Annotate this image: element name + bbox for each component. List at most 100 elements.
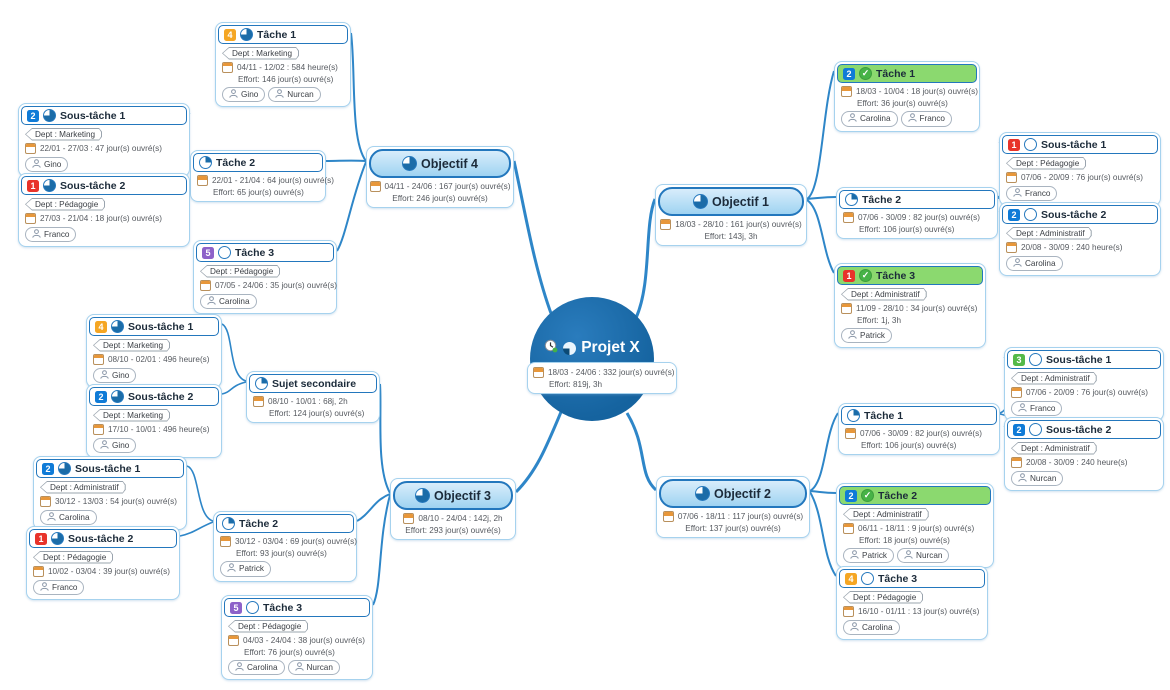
resource-name: Gino	[112, 440, 130, 450]
topic-obj4-tache-1[interactable]: 4 Tâche 1 Dept : Marketing 04/11 - 12/02…	[215, 22, 351, 107]
resource-name: Franco	[44, 229, 70, 239]
calendar-icon	[220, 536, 231, 547]
topic-obj1-tache-3[interactable]: 1 ✓ Tâche 3 Dept : Administratif 11/09 -…	[834, 263, 986, 348]
dept-tag: Dept : Administratif	[1011, 372, 1097, 385]
progress-complete-icon: ✓	[859, 269, 872, 282]
progress-0-icon	[1029, 423, 1042, 436]
topic-obj3-tache-2[interactable]: Tâche 2 30/12 - 03/04 : 69 jour(s) ouvré…	[213, 511, 357, 582]
topic-obj3-t2-soustache-1[interactable]: 2 Sous-tâche 1 Dept : Administratif 30/1…	[33, 456, 187, 530]
dept-tag: Dept : Pédagogie	[843, 591, 923, 604]
topic-header: 2 Sous-tâche 1	[36, 459, 184, 478]
resource-badge: Carolina	[1006, 255, 1063, 271]
topic-obj1-tache-2[interactable]: Tâche 2 07/06 - 30/09 : 82 jour(s) ouvré…	[836, 187, 998, 239]
date-range: 07/06 - 20/09 : 76 jour(s) ouvré(s)	[1026, 387, 1148, 397]
progress-complete-icon: ✓	[861, 489, 874, 502]
priority-2-icon: 2	[27, 109, 39, 122]
progress-75-icon	[43, 179, 56, 192]
resource-badge: Patrick	[841, 327, 893, 343]
progress-25-icon	[222, 517, 235, 530]
person-icon	[1018, 472, 1027, 484]
topic-objectif-3[interactable]: Objectif 3 08/10 - 24/04 : 142j, 2h Effo…	[390, 478, 516, 540]
resource-badge: Carolina	[228, 659, 285, 675]
resources: Patrick	[220, 561, 350, 577]
date-range: 20/08 - 30/09 : 240 heure(s)	[1026, 457, 1128, 467]
topic-obj2-t1-soustache-1[interactable]: 3 Sous-tâche 1 Dept : Administratif 07/0…	[1004, 347, 1164, 421]
resources: Gino	[25, 156, 183, 172]
calendar-icon	[40, 495, 51, 507]
resource-badge: Gino	[25, 156, 69, 172]
resource-name: Franco	[1025, 188, 1051, 198]
dept-tag-label: Dept : Marketing	[94, 340, 169, 351]
topic-obj4-t2-soustache-2[interactable]: 1 Sous-tâche 2 Dept : Pédagogie 27/03 - …	[18, 173, 190, 247]
resources: Patrick	[841, 327, 979, 343]
topic-details: Dept : Marketing 04/11 - 12/02 : 584 heu…	[218, 44, 348, 104]
topic-obj1-t2-soustache-1[interactable]: 1 Sous-tâche 1 Dept : Pédagogie 07/06 - …	[999, 132, 1161, 206]
progress-75-icon	[43, 109, 56, 122]
progress-0-icon	[1024, 138, 1037, 151]
topic-obj2-tache-1[interactable]: Tâche 1 07/06 - 30/09 : 82 jour(s) ouvré…	[838, 403, 1000, 455]
topic-obj3-tache-3[interactable]: 5 Tâche 3 Dept : Pédagogie 04/03 - 24/04…	[221, 595, 373, 680]
topic-details: 07/06 - 18/11 : 117 jour(s) ouvré(s) Eff…	[659, 508, 807, 535]
topic-details: Dept : Administratif 30/12 - 13/03 : 54 …	[36, 478, 184, 527]
person-icon	[40, 581, 49, 593]
progress-25-icon	[845, 193, 858, 206]
topic-details: Dept : Marketing 22/01 - 27/03 : 47 jour…	[21, 125, 187, 174]
topic-obj3-t2-soustache-2[interactable]: 1 Sous-tâche 2 Dept : Pédagogie 10/02 - …	[26, 526, 180, 600]
resource-name: Carolina	[860, 114, 891, 123]
dept-tag-label: Dept : Marketing	[94, 410, 169, 421]
resources: Gino	[93, 367, 215, 383]
topic-objectif-1[interactable]: Objectif 1 18/03 - 28/10 : 161 jour(s) o…	[655, 184, 807, 246]
topic-obj1-tache-1[interactable]: 2 ✓ Tâche 1 18/03 - 10/04 : 18 jour(s) o…	[834, 61, 980, 132]
topic-obj2-t1-soustache-2[interactable]: 2 Sous-tâche 2 Dept : Administratif 20/0…	[1004, 417, 1164, 491]
topic-obj4-t2-soustache-1[interactable]: 2 Sous-tâche 1 Dept : Marketing 22/01 - …	[18, 103, 190, 177]
topic-header: Tâche 2	[839, 190, 995, 209]
date-range: 08/10 - 10/01 : 68j, 2h	[268, 397, 348, 406]
person-icon	[1013, 187, 1022, 199]
topic-objectif-4[interactable]: Objectif 4 04/11 - 24/06 : 167 jour(s) o…	[366, 146, 514, 208]
topic-obj4-tache-2[interactable]: Tâche 2 22/01 - 21/04 : 64 jour(s) ouvré…	[190, 150, 334, 202]
effort: Effort: 93 jour(s) ouvré(s)	[236, 549, 327, 558]
progress-obj-icon	[415, 488, 431, 503]
topic-sujet-soustache-1[interactable]: 4 Sous-tâche 1 Dept : Marketing 08/10 - …	[86, 314, 222, 388]
central-topic-title: Projet X	[581, 339, 640, 356]
central-topic[interactable]: Projet X	[530, 297, 654, 421]
effort: Effort: 819j, 3h	[549, 380, 603, 389]
resources: Carolina	[200, 293, 330, 309]
resource-name: Gino	[112, 370, 130, 380]
resources: Franco	[1011, 400, 1157, 416]
topic-obj1-t2-soustache-2[interactable]: 2 Sous-tâche 2 Dept : Administratif 20/0…	[999, 202, 1161, 276]
calendar-icon	[25, 212, 36, 224]
priority-1-icon: 1	[27, 179, 39, 192]
resource-badge: Franco	[1011, 400, 1063, 416]
date-range: 07/06 - 30/09 : 82 jour(s) ouvré(s)	[858, 213, 980, 222]
resources: Franco	[33, 579, 173, 595]
topic-obj4-tache-3[interactable]: 5 Tâche 3 Dept : Pédagogie 07/05 - 24/06…	[193, 240, 337, 314]
topic-title: Tâche 3	[235, 246, 275, 259]
effort: Effort: 65 jour(s) ouvré(s)	[213, 188, 304, 197]
topic-title: Sujet secondaire	[272, 377, 357, 390]
date-range: 30/12 - 03/04 : 69 jour(s) ouvré(s)	[235, 537, 357, 546]
dept-tag: Dept : Marketing	[93, 339, 170, 352]
topic-sujet-secondaire[interactable]: Sujet secondaire 08/10 - 10/01 : 68j, 2h…	[246, 371, 380, 423]
date-range: 22/01 - 21/04 : 64 jour(s) ouvré(s)	[212, 176, 334, 185]
topic-sujet-soustache-2[interactable]: 2 Sous-tâche 2 Dept : Marketing 17/10 - …	[86, 384, 222, 458]
effort: Effort: 76 jour(s) ouvré(s)	[244, 647, 335, 657]
topic-title: Sous-tâche 2	[68, 532, 134, 545]
topic-title: Sous-tâche 1	[75, 462, 141, 475]
dept-tag: Dept : Administratif	[843, 508, 929, 521]
topic-obj2-tache-3[interactable]: 4 Tâche 3 Dept : Pédagogie 16/10 - 01/11…	[836, 566, 988, 640]
topic-objectif-2[interactable]: Objectif 2 07/06 - 18/11 : 117 jour(s) o…	[656, 476, 810, 538]
date-range: 07/06 - 20/09 : 76 jour(s) ouvré(s)	[1021, 172, 1143, 182]
person-icon	[904, 549, 913, 561]
topic-title: Tâche 2	[862, 193, 902, 206]
progress-0-icon	[1029, 353, 1042, 366]
topic-header: 3 Sous-tâche 1	[1007, 350, 1161, 369]
topic-details: 22/01 - 21/04 : 64 jour(s) ouvré(s) Effo…	[193, 172, 334, 199]
priority-4-icon: 4	[224, 28, 236, 41]
topic-obj2-tache-2[interactable]: 2 ✓ Tâche 2 Dept : Administratif 06/11 -…	[836, 483, 994, 568]
resource-badge: Carolina	[843, 619, 900, 635]
topic-details: Dept : Pédagogie 04/03 - 24/04 : 38 jour…	[224, 617, 370, 677]
topic-header: 1 Sous-tâche 2	[21, 176, 187, 195]
resource-name: Franco	[919, 114, 945, 123]
dept-tag-label: Dept : Pédagogie	[1007, 158, 1085, 169]
